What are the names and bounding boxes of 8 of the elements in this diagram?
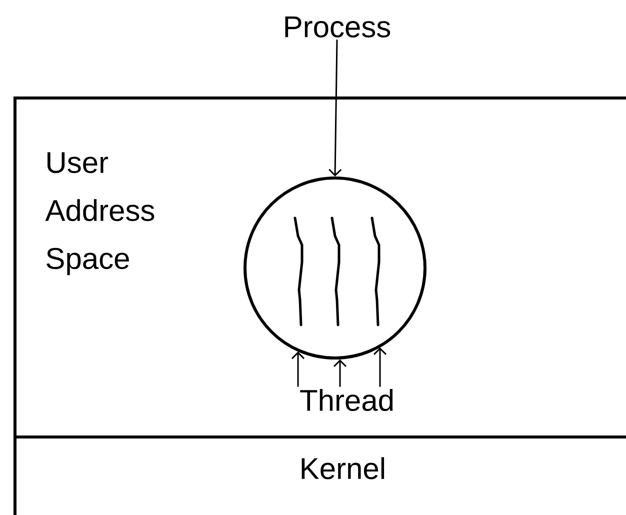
- kernel-band: Kernel: [14, 436, 626, 515]
- arrow: [333, 359, 347, 387]
- arrow: [373, 347, 387, 387]
- arrow: [328, 40, 342, 176]
- thread-label: Thread: [300, 389, 393, 412]
- process-circle: [244, 176, 426, 360]
- process-label: Process: [285, 16, 390, 38]
- arrow: [291, 352, 305, 387]
